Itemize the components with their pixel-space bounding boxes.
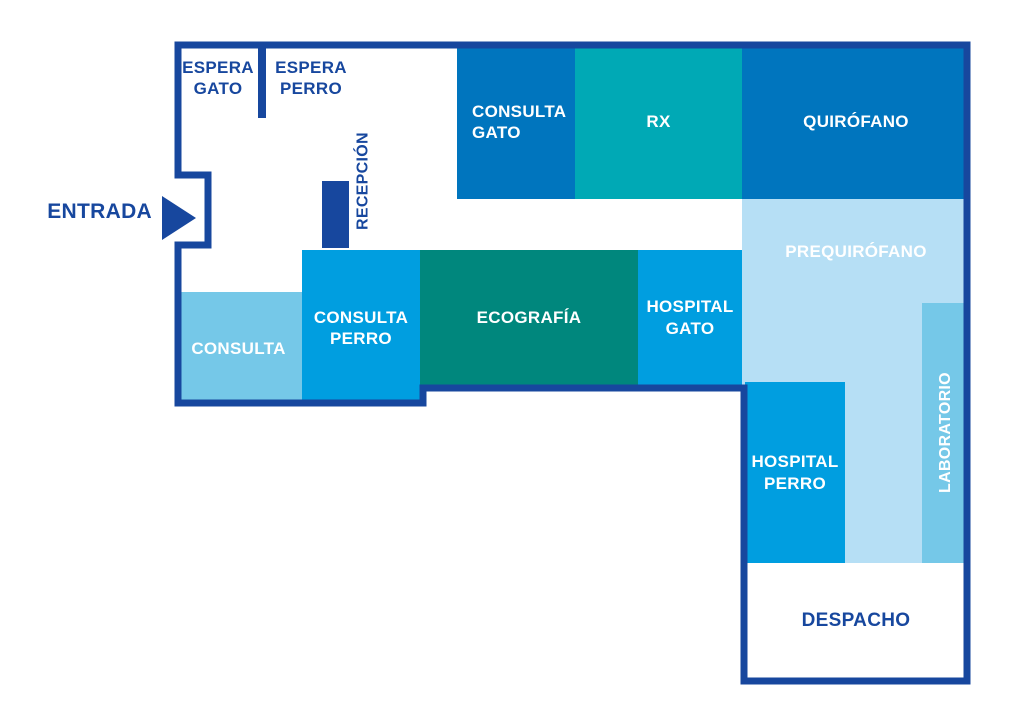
room-label: ECOGRAFÍA: [476, 307, 582, 327]
entrance-label: ENTRADA: [47, 200, 152, 223]
room-quirofano: QUIRÓFANO: [742, 45, 970, 199]
room-ecografia: ECOGRAFÍA: [420, 250, 638, 385]
room-consulta: CONSULTA: [175, 292, 302, 406]
room-label: CONSULTA PERRO: [313, 307, 409, 348]
room-consulta-gato: CONSULTA GATO: [457, 45, 590, 199]
reception-desk: [322, 181, 349, 248]
room-label: RX: [646, 112, 671, 132]
room-laboratorio: LABORATORIO: [922, 303, 970, 563]
room-rx: RX: [575, 45, 742, 199]
entrance-arrow-icon: [162, 196, 196, 240]
room-espera-perro: ESPERA PERRO: [266, 45, 356, 167]
reception-label: RECEPCIÓN: [348, 110, 379, 252]
room-despacho: DESPACHO: [745, 563, 967, 678]
room-label: LABORATORIO: [937, 372, 954, 494]
room-label: RECEPCIÓN: [354, 132, 372, 230]
room-label: QUIRÓFANO: [803, 112, 909, 132]
room-label: ESPERA PERRO: [275, 58, 347, 99]
room-hospital-perro: HOSPITAL PERRO: [745, 382, 845, 563]
room-consulta-perro: CONSULTA PERRO: [302, 250, 420, 406]
room-label: HOSPITAL GATO: [646, 297, 734, 338]
room-espera-gato: ESPERA GATO: [175, 45, 261, 167]
room-label: CONSULTA: [191, 339, 286, 359]
room-label: HOSPITAL PERRO: [751, 452, 839, 493]
room-label: CONSULTA GATO: [472, 101, 567, 142]
room-hospital-gato: HOSPITAL GATO: [638, 250, 742, 385]
room-label: PREQUIRÓFANO: [785, 242, 927, 261]
room-label: ESPERA GATO: [182, 58, 254, 99]
waiting-room-divider-wall: [258, 42, 266, 118]
room-label: DESPACHO: [801, 609, 911, 631]
